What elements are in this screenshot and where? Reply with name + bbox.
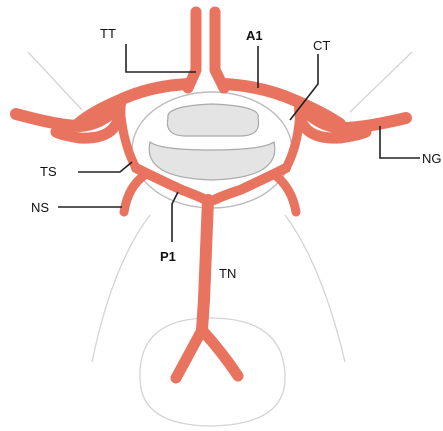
vessel-ns-branch xyxy=(124,174,146,212)
sketch-line-right-lower xyxy=(285,215,345,362)
label-ts: TS xyxy=(40,164,57,179)
vessel-top-left xyxy=(188,12,196,88)
sketch-line-left-upper xyxy=(28,52,82,110)
vessel-trunk xyxy=(202,200,208,330)
label-a1: A1 xyxy=(246,28,263,43)
vessel-right-lower-branch xyxy=(274,174,296,212)
vessels xyxy=(16,12,406,378)
label-ng: NG xyxy=(422,151,442,166)
label-ns: NS xyxy=(31,200,49,215)
upper-pad xyxy=(167,104,258,136)
sketch-line-left-lower xyxy=(92,215,150,362)
label-ct: CT xyxy=(313,38,330,53)
leader-tt xyxy=(126,44,196,72)
leader-ts xyxy=(78,162,132,172)
leader-ng xyxy=(380,126,420,158)
vessel-fork-right xyxy=(202,330,238,376)
label-p1: P1 xyxy=(160,249,176,264)
label-tn: TN xyxy=(219,266,236,281)
vessel-fork-left xyxy=(176,330,202,378)
sketch-line-right-upper xyxy=(350,52,412,112)
vessel-top-right xyxy=(215,12,224,88)
label-tt: TT xyxy=(100,26,116,41)
